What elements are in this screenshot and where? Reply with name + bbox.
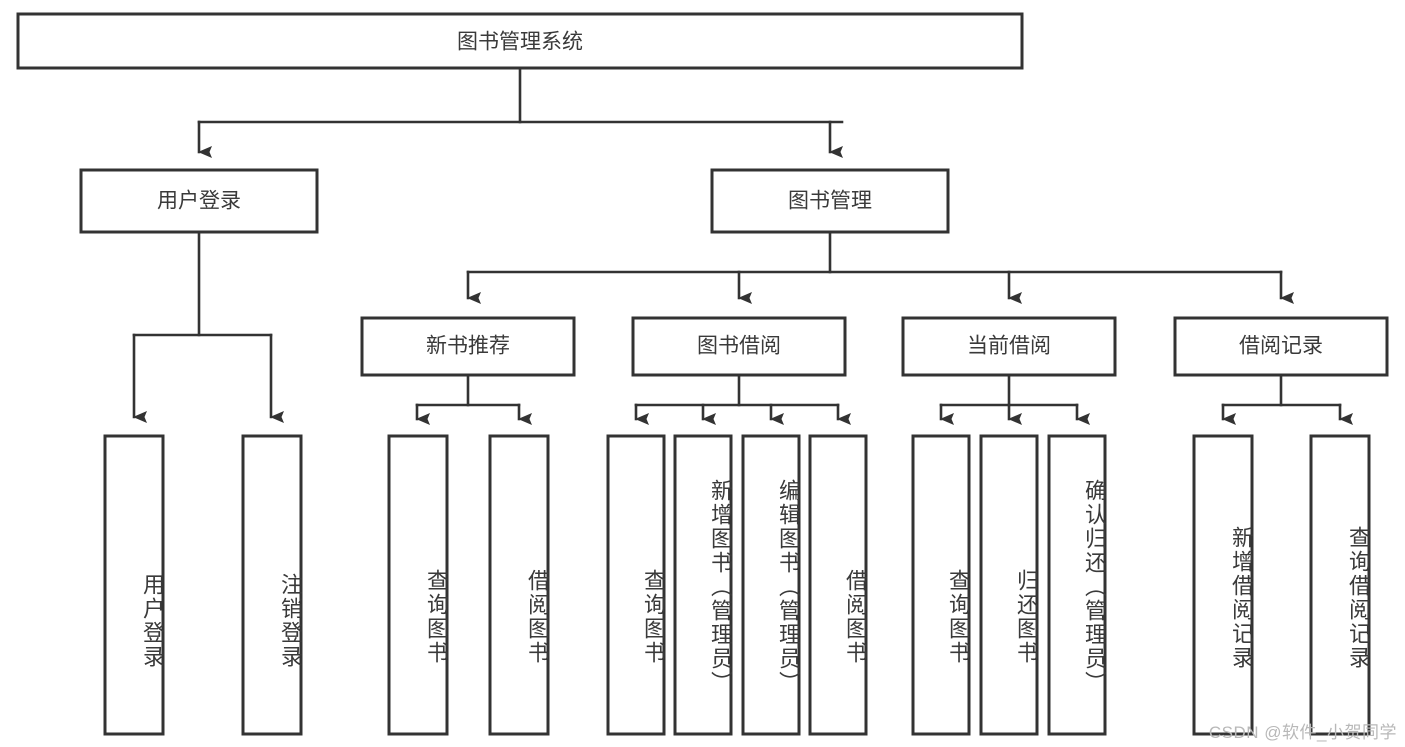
connector-newbook-to-leaves: [415, 373, 532, 425]
node-root-label: 图书管理系统: [457, 31, 583, 54]
node-borrow-record[interactable]: 借阅记录: [1173, 316, 1389, 377]
connector-bookmgmt-to-level3: [466, 230, 1294, 304]
node-borrow-record-label: 借阅记录: [1239, 335, 1323, 358]
csdn-watermark: CSDN @软件_小贺同学: [1208, 723, 1397, 742]
leaf-rect-user-login[interactable]: [103, 434, 165, 736]
leaf-rect-add-book-admin[interactable]: [673, 434, 733, 736]
node-book-borrow[interactable]: 图书借阅: [631, 316, 847, 377]
node-book-management-label: 图书管理: [788, 190, 872, 213]
leaf-rect-user-logout[interactable]: [241, 434, 303, 736]
leaf-rect-query-book-rec[interactable]: [387, 434, 449, 736]
leaf-rect-add-borrow-record[interactable]: [1192, 434, 1254, 736]
leaf-rect-borrow-book-rec[interactable]: [488, 434, 550, 736]
leaf-rect-return-book[interactable]: [979, 434, 1039, 736]
leaf-rect-query-borrow-record[interactable]: [1309, 434, 1371, 736]
leaf-rect-query-book-current[interactable]: [911, 434, 971, 736]
connector-currentborrow-to-leaves: [939, 373, 1090, 425]
connector-borrowrecord-to-leaves: [1221, 373, 1353, 425]
node-current-borrow[interactable]: 当前借阅: [901, 316, 1117, 377]
leaf-rect-confirm-return-admin[interactable]: [1047, 434, 1107, 736]
node-book-management[interactable]: 图书管理: [710, 168, 950, 234]
node-current-borrow-label: 当前借阅: [967, 335, 1051, 358]
connector-root-to-level2: [197, 66, 844, 158]
leaf-rect-edit-book-admin[interactable]: [741, 434, 801, 736]
node-book-borrow-label: 图书借阅: [697, 335, 781, 358]
leaf-rect-borrow-book[interactable]: [808, 434, 868, 736]
node-user-login-label: 用户登录: [157, 190, 241, 213]
connector-userlogin-to-leaves: [132, 230, 284, 423]
node-root[interactable]: 图书管理系统: [16, 12, 1024, 70]
node-user-login[interactable]: 用户登录: [79, 168, 319, 234]
leaf-rect-query-book-borrow[interactable]: [606, 434, 666, 736]
node-new-book-recommend-label: 新书推荐: [426, 335, 510, 358]
connector-bookborrow-to-leaves: [634, 373, 851, 425]
node-new-book-recommend[interactable]: 新书推荐: [360, 316, 576, 377]
